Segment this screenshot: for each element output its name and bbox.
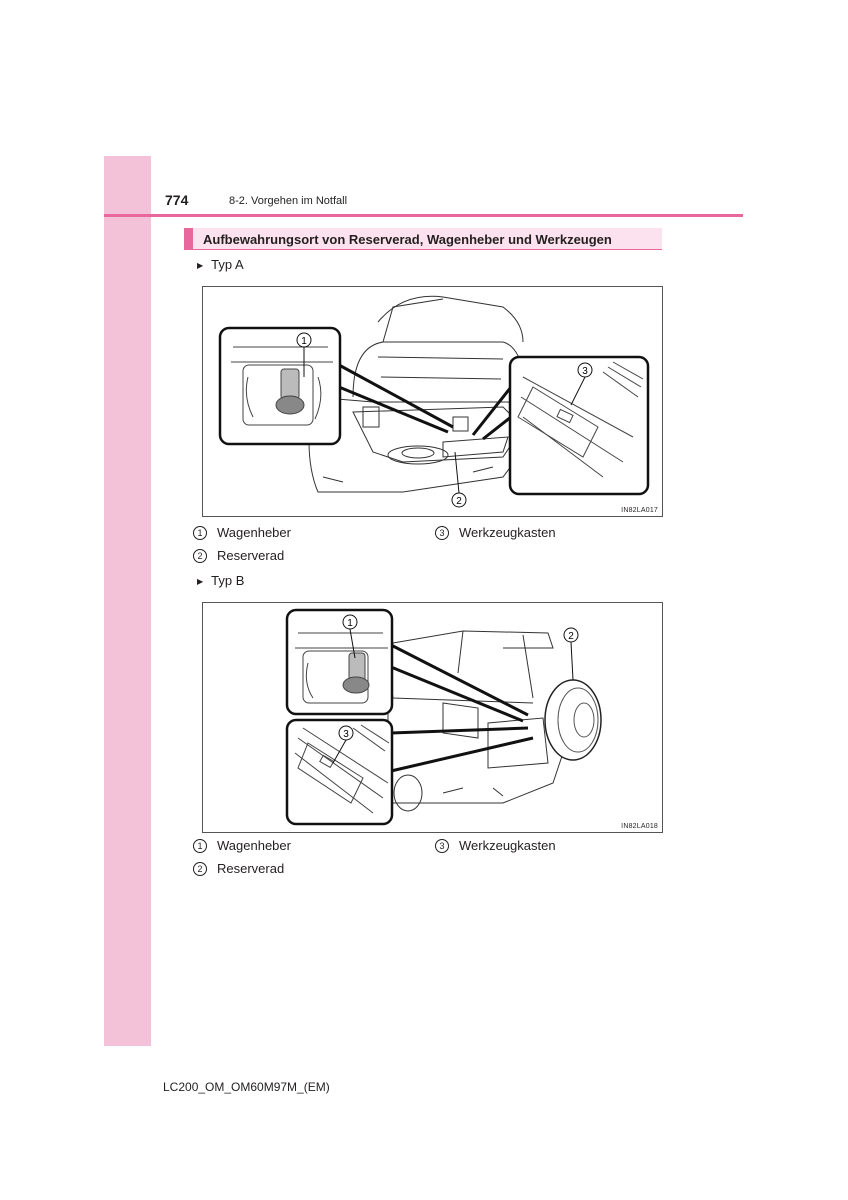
legend-item: 2 Reserverad: [193, 548, 284, 563]
section-heading-text: Aufbewahrungsort von Reserverad, Wagenhe…: [203, 232, 612, 247]
callout-3: 3: [582, 366, 588, 377]
document-code: LC200_OM_OM60M97M_(EM): [163, 1080, 330, 1094]
number-circle-icon: 3: [435, 839, 449, 853]
legend-item: 2 Reserverad: [193, 861, 284, 876]
chapter-sidebar-tab: [104, 156, 151, 1046]
header-rule: [104, 214, 743, 217]
legend-item: 1 Wagenheber: [193, 525, 291, 540]
callout-2: 2: [456, 496, 462, 507]
number-circle-icon: 2: [193, 549, 207, 563]
callout-3: 3: [343, 729, 349, 740]
type-b-label-text: Typ B: [211, 573, 245, 588]
figure-code: IN82LA018: [621, 823, 658, 830]
callout-markers-type-a: [296, 332, 593, 508]
legend-text: Wagenheber: [217, 838, 291, 853]
triangle-bullet-icon: ▶: [197, 261, 204, 270]
callout-1: 1: [347, 618, 353, 629]
type-a-label-text: Typ A: [211, 257, 244, 272]
type-b-label: ▶ Typ B: [197, 573, 244, 588]
type-a-label: ▶ Typ A: [197, 257, 244, 272]
callout-1: 1: [301, 336, 307, 347]
number-circle-icon: 1: [193, 526, 207, 540]
legend-text: Reserverad: [217, 861, 285, 876]
number-circle-icon: 1: [193, 839, 207, 853]
legend-text: Reserverad: [217, 548, 285, 563]
illustration-type-b: 1 2 3: [285, 608, 602, 826]
figure-type-a: 1 2 3 IN82LA017: [202, 286, 663, 517]
illustration-type-a: 1 2 3: [218, 295, 650, 508]
legend-text: Werkzeugkasten: [459, 838, 556, 853]
legend-text: Wagenheber: [217, 525, 291, 540]
callout-2: 2: [568, 631, 574, 642]
triangle-bullet-icon: ▶: [197, 577, 204, 586]
page-number: 774: [165, 192, 189, 208]
number-circle-icon: 2: [193, 862, 207, 876]
legend-item: 3 Werkzeugkasten: [435, 838, 556, 853]
legend-item: 1 Wagenheber: [193, 838, 291, 853]
section-title: 8-2. Vorgehen im Notfall: [229, 195, 348, 207]
figure-type-b: 1 2 3 IN82LA018: [202, 602, 663, 833]
figure-code: IN82LA017: [621, 507, 658, 514]
number-circle-icon: 3: [435, 526, 449, 540]
callout-markers-type-b: [332, 614, 579, 764]
section-heading: Aufbewahrungsort von Reserverad, Wagenhe…: [184, 228, 662, 250]
legend-item: 3 Werkzeugkasten: [435, 525, 556, 540]
legend-text: Werkzeugkasten: [459, 525, 556, 540]
